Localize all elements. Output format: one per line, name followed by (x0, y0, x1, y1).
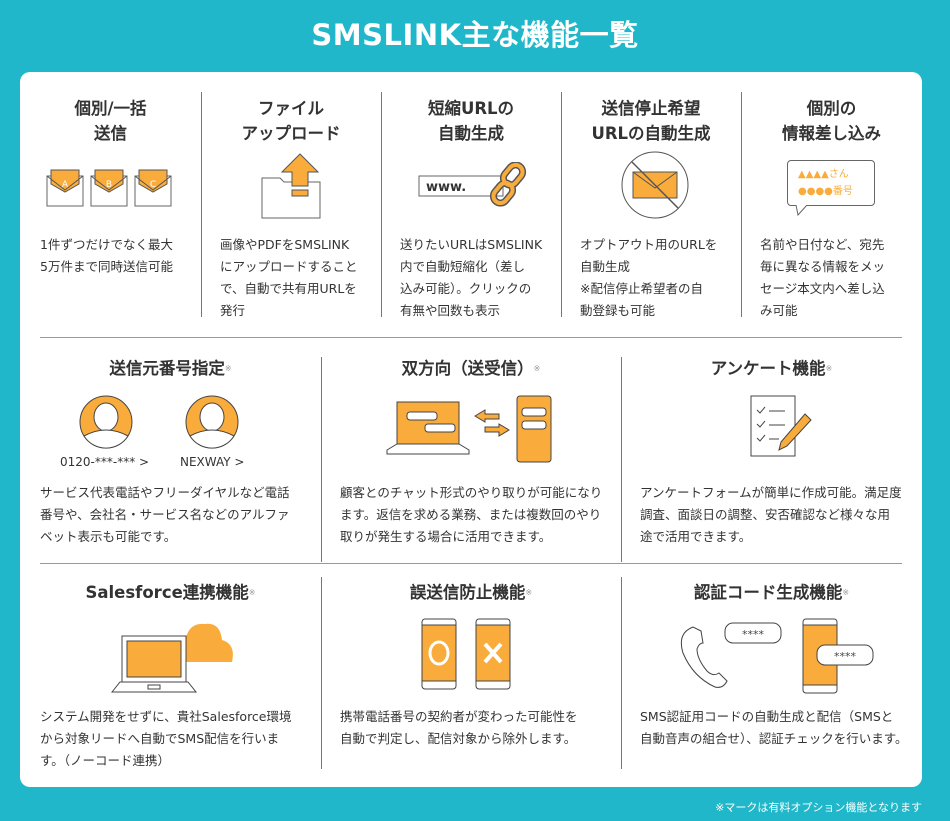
auth-code-icon: **** **** (680, 618, 874, 694)
feature-description: SMS認証用コードの自動生成と配信（SMSと自動音声の組合せ）、認証チェックを行… (640, 709, 908, 746)
bubble-tail (795, 205, 808, 217)
feature-title: 個別/一括送信 (74, 99, 147, 143)
envelope-letter: A (62, 180, 69, 190)
feature-title: 誤送信防止機能※ (409, 583, 533, 602)
feature-description: 携帯電話番号の契約者が変わった可能性を自動で判定し、配信対象から除外します。 (340, 709, 578, 746)
divider (621, 577, 622, 769)
sender-number-label: 0120-***-*** > (60, 455, 150, 469)
divider (321, 577, 322, 769)
feature-sender-id: 送信元番号指定※ (20, 356, 321, 381)
feature-title: 短縮URLの自動生成 (427, 99, 515, 143)
feature-file-upload: ファイルアップロード (201, 96, 381, 146)
envelopes-abc-icon: A B C (46, 169, 172, 207)
divider (741, 92, 742, 317)
cloud-laptop-icon (110, 623, 233, 693)
feature-description: 名前や日付など、宛先毎に異なる情報をメッセージ本文内へ差し込み可能 (760, 237, 886, 318)
feature-title: Salesforce連携機能※ (85, 583, 256, 602)
url-text: www. (426, 180, 466, 195)
feature-description: サービス代表電話やフリーダイヤルなど電話番号や、会社名・サービス名などのアルファ… (40, 485, 290, 544)
feature-title: 送信元番号指定※ (109, 359, 232, 378)
file-upload-icon (261, 153, 321, 219)
url-link-icon: www. (418, 162, 527, 207)
feature-title: 個別の情報差し込み (782, 99, 881, 143)
feature-title: アンケート機能※ (710, 359, 833, 378)
feature-title: 双方向（送受信）※ (401, 359, 541, 378)
feature-auth-code: 認証コード生成機能※ (621, 580, 922, 605)
speech-bubble-icon: ▲▲▲▲さん ●●●●番号 (787, 160, 875, 206)
envelope-letter: C (150, 180, 156, 190)
code-text: **** (834, 650, 857, 663)
feature-salesforce: Salesforce連携機能※ (20, 580, 321, 605)
divider (40, 337, 902, 338)
page-title: SMSLINK主な機能一覧 (311, 18, 639, 52)
feature-short-url: 短縮URLの自動生成 (381, 96, 561, 146)
footnote: ※マークは有料オプション機能となります (715, 801, 922, 814)
divider (40, 563, 902, 564)
feature-description: 顧客とのチャット形式のやり取りが可能になります。返信を求める業務、または複数回の… (340, 485, 603, 544)
feature-description: オプトアウト用のURLを自動生成※配信停止希望者の自動登録も可能 (580, 237, 718, 318)
divider (201, 92, 202, 317)
phones-ox-icon (421, 618, 511, 690)
feature-missend-prevention: 誤送信防止機能※ (321, 580, 621, 605)
two-way-chat-icon (386, 395, 552, 463)
feature-title: 認証コード生成機能※ (693, 583, 850, 602)
feature-two-way: 双方向（送受信）※ (321, 356, 621, 381)
feature-title: ファイルアップロード (241, 99, 341, 143)
divider (561, 92, 562, 317)
code-text: **** (742, 628, 765, 641)
feature-survey: アンケート機能※ (621, 356, 922, 381)
sender-avatars-icon (79, 395, 239, 449)
feature-bulk-send: 個別/一括送信 (20, 96, 201, 146)
survey-icon (750, 395, 812, 457)
feature-description: システム開発をせずに、貴社Salesforce環境から対象リードへ自動でSMS配… (40, 709, 292, 768)
divider (621, 357, 622, 562)
sender-name-label: NEXWAY > (180, 455, 245, 469)
feature-personalization: 個別の情報差し込み (741, 96, 922, 146)
divider (321, 357, 322, 562)
feature-description: アンケートフォームが簡単に作成可能。満足度調査、面談日の調整、安否確認など様々な… (640, 485, 902, 544)
divider (381, 92, 382, 317)
envelope-letter: B (106, 180, 112, 190)
no-mail-icon (621, 151, 689, 219)
